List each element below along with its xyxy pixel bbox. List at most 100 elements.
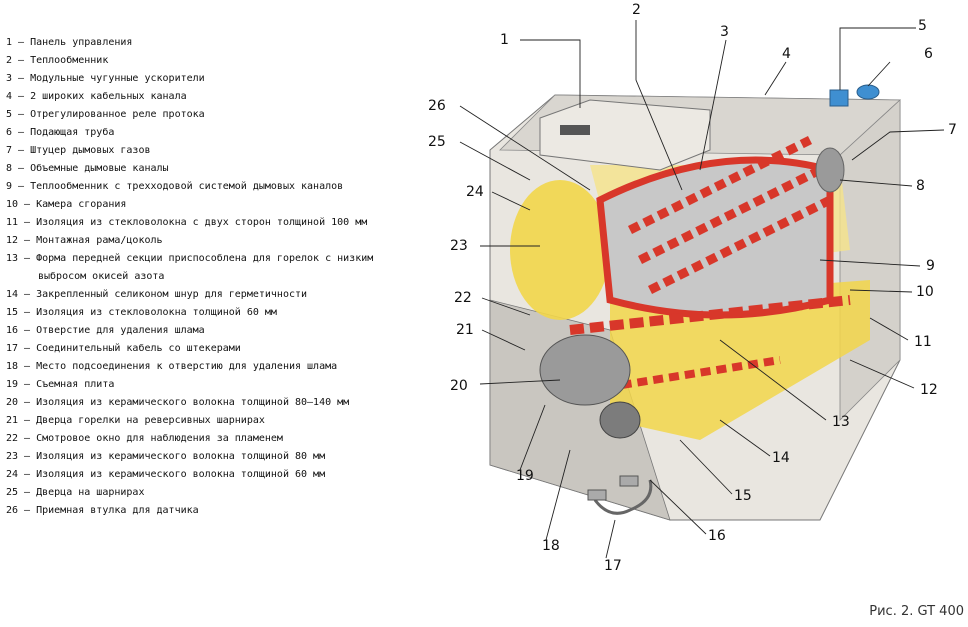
callout-number: 13 (832, 414, 850, 430)
legend-text: 25 — Дверца на шарнирах (6, 487, 145, 498)
callout-number: 25 (428, 134, 446, 150)
legend-item: 15 — Изоляция из стекловолокна толщиной … (6, 304, 396, 322)
callout-number: 1 (500, 32, 509, 48)
flow-pipes (829, 84, 880, 107)
leader-line (459, 105, 591, 191)
legend-item: 13 — Форма передней секции приспособлена… (6, 250, 396, 286)
leader-line (869, 317, 909, 341)
leader-line (545, 449, 571, 541)
legend-text: 14 — Закрепленный селиконом шнур для гер… (6, 289, 308, 300)
legend-item: 2 — Теплообменник (6, 52, 396, 70)
leader-line (605, 519, 616, 559)
legend-item: 7 — Штуцер дымовых газов (6, 142, 396, 160)
callout-number: 11 (914, 334, 932, 350)
callout-number: 3 (720, 24, 729, 40)
leader-line (839, 27, 916, 90)
callout-number: 9 (926, 258, 935, 274)
legend-text: 21 — Дверца горелки на реверсивных шарни… (6, 415, 265, 426)
legend-text: 16 — Отверстие для удаления шлама (6, 325, 205, 336)
figure-caption: Рис. 2. GT 400 (869, 604, 964, 619)
legend-text: 18 — Место подсоединения к отверстию для… (6, 361, 338, 372)
callout-number: 12 (920, 382, 938, 398)
callout-number: 5 (918, 18, 927, 34)
callout-number: 21 (456, 322, 474, 338)
legend-text: 9 — Теплообменник с трехходовой системой… (6, 181, 344, 192)
legend-text: 5 — Отрегулированное реле протока (6, 109, 205, 120)
leader-line (481, 329, 526, 351)
callout-number: 6 (924, 46, 933, 62)
leader-line (491, 191, 531, 211)
callout-number: 2 (632, 2, 641, 18)
legend-text: 15 — Изоляция из стекловолокна толщиной … (6, 307, 277, 318)
leader-line (819, 259, 921, 267)
legend-text: 20 — Изоляция из керамического волокна т… (6, 397, 350, 408)
legend-text: 24 — Изоляция из керамического волокна т… (6, 469, 326, 480)
legend-text: 4 — 2 широких кабельных канала (6, 91, 187, 102)
legend-item: 18 — Место подсоединения к отверстию для… (6, 358, 396, 376)
legend-text: 10 — Камера сгорания (6, 199, 127, 210)
leader-line (481, 297, 531, 316)
leader-line (851, 129, 945, 161)
callout-number: 19 (516, 468, 534, 484)
callout-number: 18 (542, 538, 560, 554)
callout-number: 26 (428, 98, 446, 114)
leader-line (764, 61, 787, 96)
legend-item: 6 — Подающая труба (6, 124, 396, 142)
leader-line (635, 20, 683, 191)
legend-item: 17 — Соединительный кабель со штекерами (6, 340, 396, 358)
leader-line (719, 339, 827, 421)
legend-text: 23 — Изоляция из керамического волокна т… (6, 451, 326, 462)
legend-item: 3 — Модульные чугунные ускорители (6, 70, 396, 88)
callout-number: 7 (948, 122, 957, 138)
control-panel (539, 99, 711, 171)
callout-number: 14 (772, 450, 790, 466)
legend-item: 14 — Закрепленный селиконом шнур для гер… (6, 286, 396, 304)
heat-exchanger (569, 135, 851, 394)
leader-line (520, 39, 581, 108)
leader-line (459, 141, 531, 181)
callout-number: 17 (604, 558, 622, 574)
leader-line (839, 179, 913, 187)
legend-text: 2 — Теплообменник (6, 55, 109, 66)
callout-number: 24 (466, 184, 484, 200)
leader-line (479, 379, 561, 385)
combustion-chamber (539, 334, 641, 439)
legend-text: 13 — Форма передней секции приспособлена… (6, 253, 374, 264)
leader-line (699, 39, 727, 171)
legend-item: 25 — Дверца на шарнирах (6, 484, 396, 502)
leader-line (849, 289, 913, 293)
legend-text: 19 — Съемная плита (6, 379, 115, 390)
legend-item: 20 — Изоляция из керамического волокна т… (6, 394, 396, 412)
legend-item: 11 — Изоляция из стекловолокна с двух ст… (6, 214, 396, 232)
legend-text: 3 — Модульные чугунные ускорители (6, 73, 205, 84)
legend-text: 6 — Подающая труба (6, 127, 115, 138)
legend-item: 16 — Отверстие для удаления шлама (6, 322, 396, 340)
leader-line (519, 404, 546, 471)
callout-number: 4 (782, 46, 791, 62)
legend-item: 19 — Съемная плита (6, 376, 396, 394)
legend-text: 22 — Смотровое окно для наблюдения за пл… (6, 433, 283, 444)
legend-list: 1 — Панель управления 2 — Теплообменник 3 … (6, 34, 396, 520)
leader-line (867, 61, 891, 87)
callout-number: 10 (916, 284, 934, 300)
legend-text: 26 — Приемная втулка для датчика (6, 505, 199, 516)
legend-item: 26 — Приемная втулка для датчика (6, 502, 396, 520)
legend-item: 1 — Панель управления (6, 34, 396, 52)
legend-item: 9 — Теплообменник с трехходовой системой… (6, 178, 396, 196)
legend-item: 23 — Изоляция из керамического волокна т… (6, 448, 396, 466)
legend-item: 12 — Монтажная рама/цоколь (6, 232, 396, 250)
display-icon (560, 125, 590, 135)
leader-line (649, 479, 707, 535)
legend-text: 7 — Штуцер дымовых газов (6, 145, 151, 156)
legend-item: 22 — Смотровое окно для наблюдения за пл… (6, 430, 396, 448)
legend-text: 8 — Объемные дымовые каналы (6, 163, 169, 174)
leader-line (719, 419, 771, 457)
leader-line (679, 439, 733, 495)
legend-item: 5 — Отрегулированное реле протока (6, 106, 396, 124)
legend-text: 11 — Изоляция из стекловолокна с двух ст… (6, 217, 368, 228)
connector-cable-icon (587, 475, 653, 515)
callout-number: 22 (454, 290, 472, 306)
legend-text: 1 — Панель управления (6, 37, 133, 48)
legend-item: 4 — 2 широких кабельных канала (6, 88, 396, 106)
leader-line (849, 359, 915, 389)
